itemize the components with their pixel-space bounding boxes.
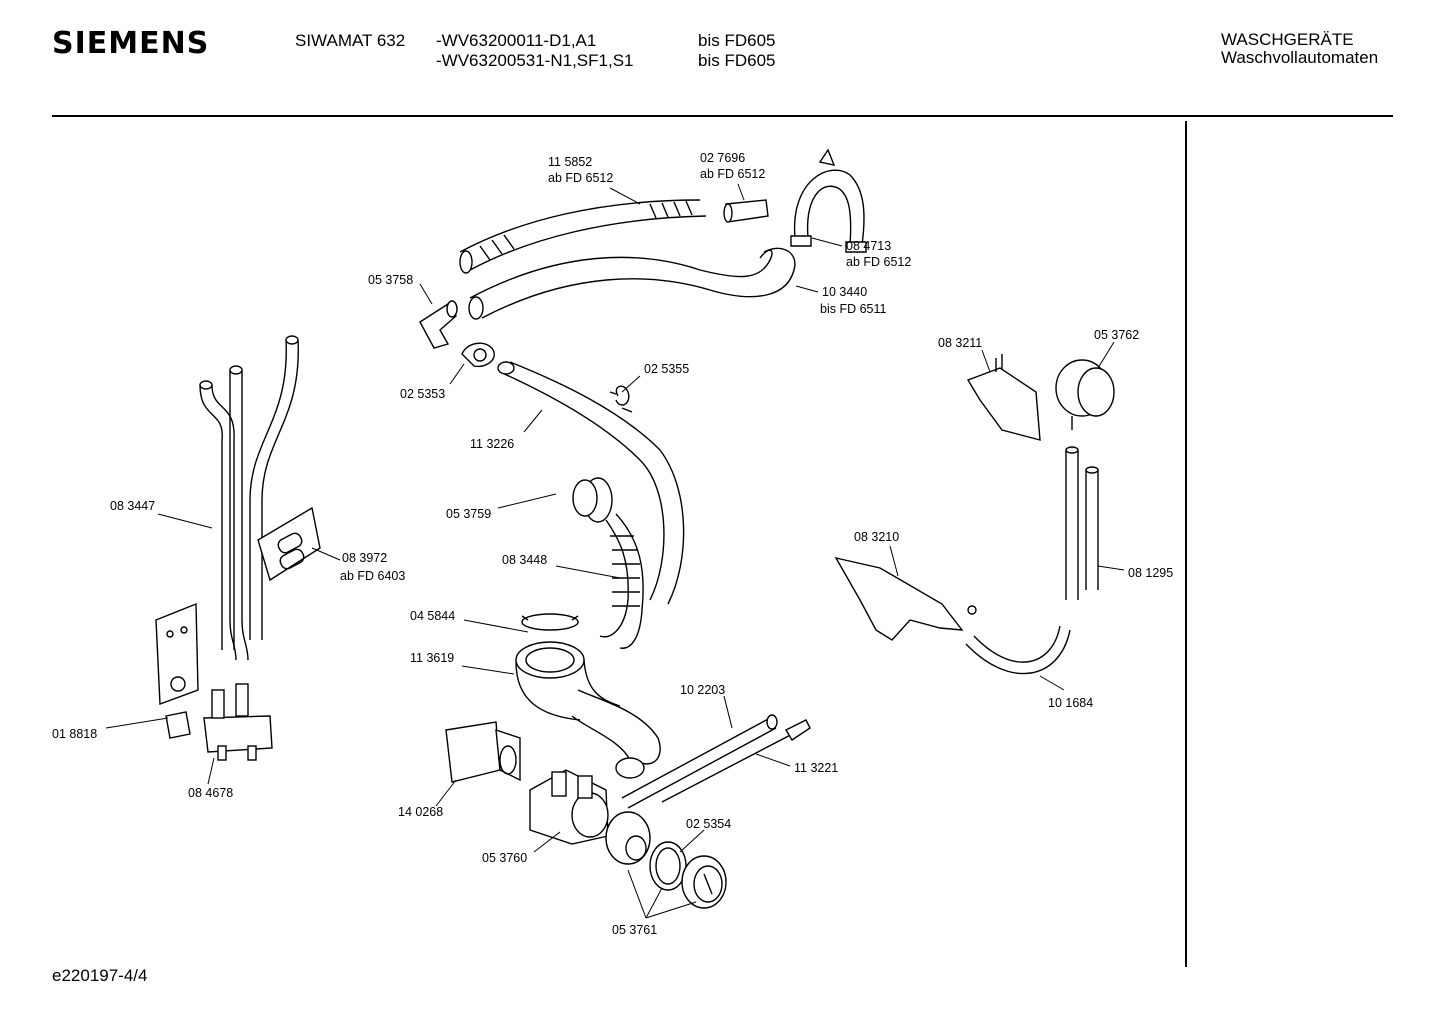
spring-clip [609,385,633,413]
part-number: 11 3619 [410,651,454,665]
leader-lines [105,183,1125,919]
drain-hose-corrugated [459,199,707,274]
part-number: 08 3972 [342,551,387,565]
part-note: ab FD 6512 [548,171,613,185]
pressure-switch [1055,359,1115,430]
part-labels: 11 5852 ab FD 6512 02 7696 ab FD 6512 08… [52,151,1173,937]
filter-seal [649,841,687,891]
hose-clamp-small [461,342,495,368]
solenoid-valve [203,683,273,761]
part-number: 11 5852 [548,155,592,169]
gasket-plate [165,711,191,739]
standpipes [199,335,299,661]
drain-pump-motor [445,721,521,783]
rod-11-3221 [661,719,811,803]
part-number: 14 0268 [398,805,443,819]
margin-rule [1185,121,1187,967]
pressure-switch-bracket [966,354,1041,441]
part-number: 10 3440 [822,285,867,299]
part-number: 02 5355 [644,362,689,376]
part-number: 08 3211 [938,336,982,350]
part-number: 02 5354 [686,817,731,831]
part-note: ab FD 6512 [846,255,911,269]
part-number: 08 1295 [1128,566,1173,580]
part-number: 08 3210 [854,530,899,544]
model-variant-1: -WV63200011-D1,A1 [436,31,597,50]
part-number: 05 3759 [446,507,491,521]
brand-logo: SIEMENS [52,26,210,61]
category-subtitle: Waschvollautomaten [1221,48,1379,67]
part-number: 05 3761 [612,923,657,937]
hose-clamp-large [521,613,579,631]
part-number: 10 1684 [1048,696,1093,710]
filter-cap [681,855,727,909]
model-name: SIWAMAT 632 [295,31,406,50]
document-id: e220197-4/4 [52,966,148,985]
part-number: 05 3760 [482,851,527,865]
pipe-10-2203 [621,714,778,809]
part-number: 04 5844 [410,609,455,623]
hose-connector [723,199,769,223]
bellows-seal [572,477,644,649]
part-number: 02 5353 [400,387,445,401]
drain-hose-smooth [468,247,796,320]
part-number: 11 3226 [470,437,514,451]
part-number: 10 2203 [680,683,725,697]
part-number: 02 7696 [700,151,745,165]
model-variant-2: -WV63200531-N1,SF1,S1 [436,51,634,70]
validity-2: bis FD605 [698,51,776,70]
validity-1: bis FD605 [698,31,776,50]
part-number: 05 3758 [368,273,413,287]
hose-bend-bracket [790,148,867,253]
part-number: 05 3762 [1094,328,1139,342]
hose-10-1684 [965,625,1071,675]
mounting-plate [257,506,321,582]
connecting-hose [497,361,685,605]
part-number: 08 4713 [846,239,891,253]
category-title: WASCHGERÄTE [1221,30,1354,49]
pump-housing [529,769,609,845]
part-number: 01 8818 [52,727,97,741]
elbow-connector [419,300,458,349]
valve-bracket [155,602,199,705]
air-chamber [834,556,977,641]
part-number: 08 4678 [188,786,233,800]
filter-insert [605,811,651,865]
part-number: 11 3221 [794,761,838,775]
sump-housing [515,641,661,779]
part-note: ab FD 6512 [700,167,765,181]
header-rule [52,115,1393,117]
tubes-08-1295 [1065,446,1099,600]
part-note: ab FD 6403 [340,569,405,583]
part-number: 08 3448 [502,553,547,567]
part-number: 08 3447 [110,499,155,513]
part-note: bis FD 6511 [820,302,887,316]
